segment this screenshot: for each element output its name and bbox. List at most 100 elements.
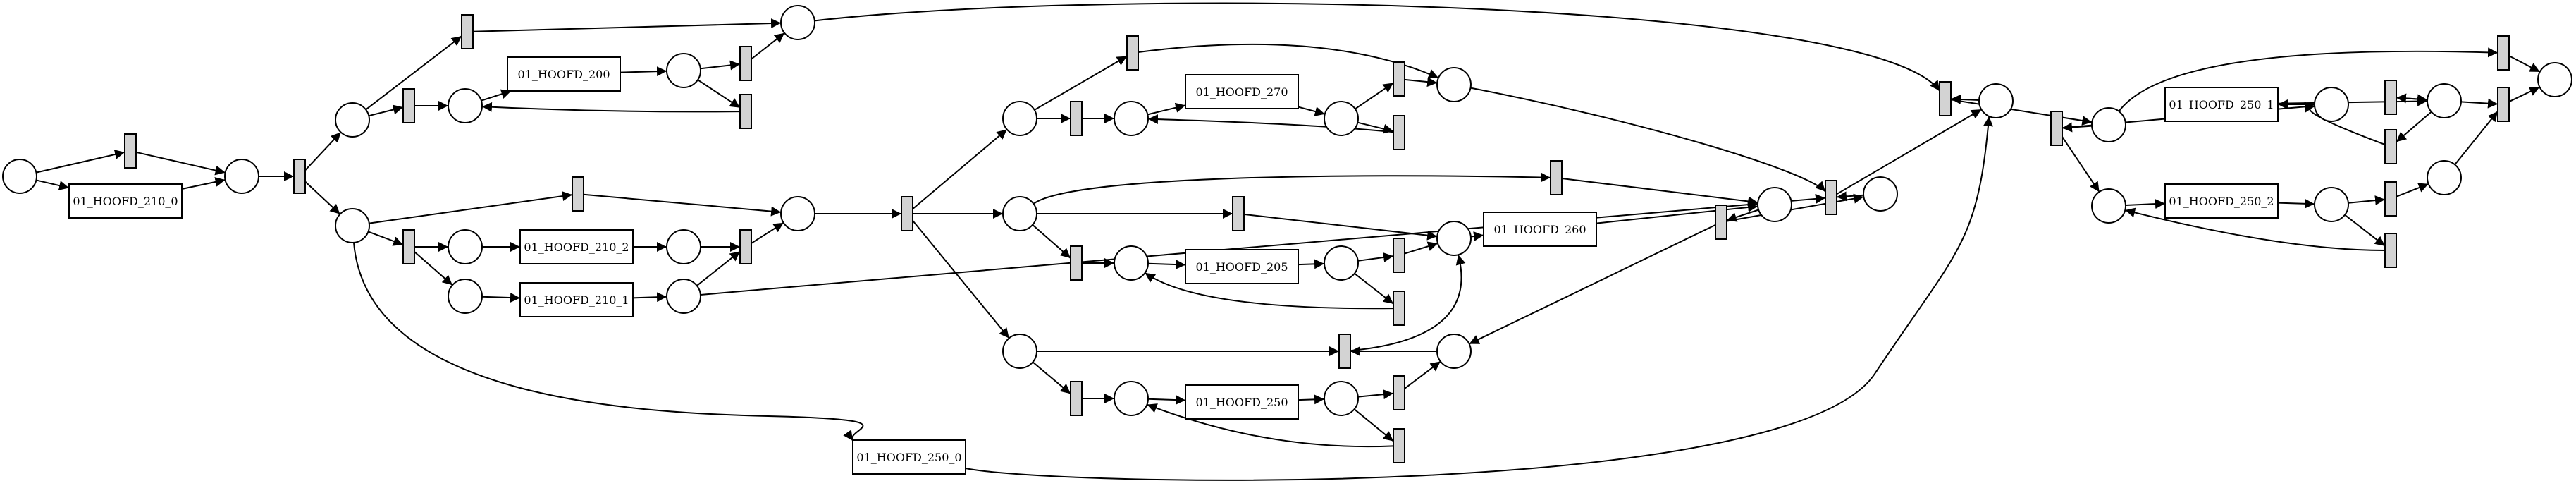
place-pCtop [1002,101,1037,136]
arc-s0-to-pA [135,151,226,176]
arc-p2-to-s4 [700,60,741,71]
silent-transition-s23 [1715,205,1727,240]
place-p23 [2314,187,2349,222]
arc-pC-to-s6 [369,191,573,224]
arc-t_200-to-p2 [620,66,667,77]
arc-layer [36,2,2541,481]
place-pJ [1978,83,2014,118]
task-label: 01_HOOFD_250_1 [2169,98,2274,111]
task-box [1185,249,1299,284]
silent-transition-s9 [901,196,913,231]
task-box [519,229,634,264]
place-p22 [2091,188,2126,224]
arc-p24-to-s30 [2454,111,2498,165]
arc-s12-to-p10 [1404,77,1438,87]
task-box [2164,87,2279,122]
silent-transition-s19 [1338,334,1351,369]
silent-transition-s22 [1393,428,1405,463]
arc-p23-to-s32 [2344,214,2386,247]
arc-pC-to-s7 [368,231,404,246]
arc-s1-to-pC [304,181,341,215]
arc-p12-to-s18 [1354,272,1394,305]
task-box [507,56,621,92]
arc-s18-to-p11 [1145,272,1394,310]
place-pC [335,208,370,243]
arc-s7-to-p5 [414,251,453,286]
silent-transition-s17 [1393,238,1405,273]
silent-transition-s21 [1393,375,1405,410]
silent-transition-s12 [1393,61,1405,97]
arc-p10-to-s24 [1470,87,1826,193]
task-transition-t_200: 01_HOOFD_200 [507,56,621,92]
arc-t_210_0-to-pA [181,177,226,190]
silent-transition-s25 [1939,81,1952,116]
arc-s32-to-p22 [2125,207,2386,251]
arc-p21-to-s28 [2396,111,2432,142]
task-label: 01_HOOFD_270 [1195,85,1288,99]
place-p20 [2314,87,2349,122]
task-transition-t_270: 01_HOOFD_270 [1185,74,1299,109]
arc-t_260-to-p17 [1596,202,1758,224]
arc-pCtop-to-s10 [1034,55,1128,111]
arc-p15-to-s22 [1353,408,1394,442]
arc-s17-to-p13 [1404,241,1438,255]
task-box [1185,74,1299,109]
place-p11 [1114,245,1149,281]
arc-s5-to-p1 [481,102,741,113]
arc-s8-to-p7 [751,222,784,244]
arc-p8-to-t_270 [1147,102,1186,116]
place-p5 [448,279,483,314]
arc-p19-to-s29 [2118,47,2498,112]
place-p24 [2427,160,2462,195]
silent-transition-s11 [1070,101,1083,136]
arc-start-to-s0 [36,150,125,174]
arc-s19-to-p13 [1350,254,1466,352]
place-pA [224,159,259,194]
arc-s23-to-p16 [1469,224,1716,345]
task-label: 01_HOOFD_260 [1493,223,1586,236]
silent-transition-s20 [1070,381,1083,416]
place-p6 [666,279,701,314]
arc-p17-to-s23 [1726,209,1759,222]
arc-s4-to-pTop [751,32,785,60]
place-pTop [780,5,815,40]
task-transition-t_210_2: 01_HOOFD_210_2 [519,229,634,264]
silent-transition-s16 [1070,245,1083,281]
silent-transition-s14 [1550,160,1563,195]
silent-transition-s28 [2384,129,2397,164]
silent-transition-s1 [293,159,306,194]
arc-pCmid-to-s16 [1032,224,1071,259]
arc-p2-to-s5 [697,79,741,109]
place-p10 [1436,67,1472,102]
silent-transition-s32 [2384,233,2397,268]
place-p21 [2427,83,2462,118]
arc-s9-to-pCbot [912,220,1010,339]
arc-p11-to-t_205 [1147,260,1186,270]
task-transition-t_250_1: 01_HOOFD_250_1 [2164,87,2279,122]
arc-pCmid-to-s14 [1033,172,1551,205]
arc-p13-to-t_260 [1470,231,1484,241]
arc-p9-to-s13 [1357,121,1394,134]
arc-s31-to-p24 [2396,183,2429,197]
arc-s9-to-pCtop [912,128,1008,210]
task-box [1185,384,1299,420]
arc-p22-to-t_250_2 [2125,199,2166,209]
task-box [852,439,966,475]
arc-pB-to-s3 [369,104,404,117]
silent-transition-s24 [1825,180,1837,215]
silent-transition-s7 [402,229,415,264]
silent-transition-s29 [2497,35,2510,71]
arc-s25-to-p19 [1950,99,2093,126]
arc-s14-to-p17 [1561,177,1758,207]
place-p17 [1757,187,1792,222]
place-p2 [666,53,701,88]
task-transition-t_210_1: 01_HOOFD_210_1 [519,282,634,317]
arc-pTop-to-s25 [814,2,1940,92]
arc-s30-to-end [2508,86,2540,103]
arc-p6-to-s24 [700,193,1826,296]
task-label: 01_HOOFD_200 [517,68,610,81]
arc-s10-to-p10 [1138,43,1439,79]
silent-transition-s8 [739,229,752,264]
task-box [2164,183,2279,219]
